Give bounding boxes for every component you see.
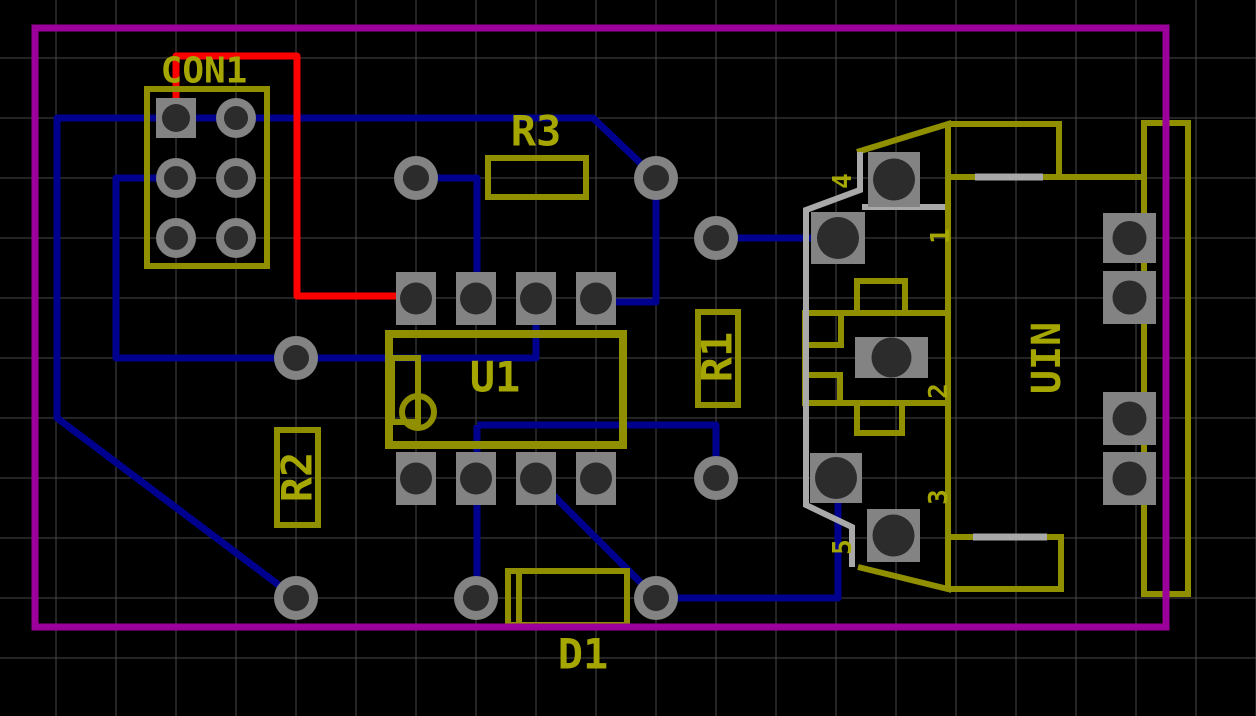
pad-relay-1-hole (817, 217, 859, 259)
pad-r3-2-hole (643, 165, 669, 191)
pad-uin-4-hole (1112, 461, 1147, 496)
pad-relay-3-hole (815, 457, 857, 499)
label-r2[interactable]: R2 (273, 452, 322, 503)
pad-u1-top-4-hole (580, 282, 612, 315)
pad-u1-top-1-hole (400, 282, 432, 315)
pad-u1-bottom-4-hole (580, 462, 612, 495)
label-u1[interactable]: U1 (470, 353, 521, 402)
pad-u1-bottom-1-hole (400, 462, 432, 495)
silkscreen-layer[interactable] (144, 86, 1191, 628)
relay-coil-box-bottom[interactable] (854, 400, 905, 436)
pad-con1-5-hole (164, 226, 188, 250)
label-con1[interactable]: CON1 (161, 51, 248, 92)
pad-con1-4-hole (224, 166, 248, 190)
relay-coil-box-top[interactable] (854, 278, 908, 316)
trace-net4[interactable] (598, 178, 660, 306)
pads-layer[interactable] (156, 98, 1156, 620)
r3-body[interactable] (485, 155, 589, 200)
trace-net10[interactable] (172, 52, 416, 300)
relay-wing-bottom[interactable] (948, 534, 1064, 592)
pad-con1-3-hole (164, 166, 188, 190)
pad-bottom-left-hole (283, 585, 309, 611)
pad-u1-top-2-hole (460, 282, 492, 315)
relay-body-silver[interactable] (803, 152, 863, 567)
label-r3[interactable]: R3 (511, 107, 562, 156)
label-r1[interactable]: R1 (693, 332, 742, 383)
con1-body[interactable] (144, 86, 270, 269)
pad-via-top-hole (703, 225, 729, 251)
pad-r3-1-hole (403, 165, 429, 191)
pad-uin-2-hole (1112, 280, 1147, 315)
pad-via-left-hole (283, 345, 309, 371)
pad-con1-1-hole (162, 104, 190, 132)
relay-wing-top[interactable] (948, 121, 1062, 177)
r1-body[interactable] (695, 309, 741, 408)
board-outline[interactable] (31, 24, 1170, 631)
pad-d1-2-hole (643, 585, 669, 611)
pad-uin-1-hole (1112, 221, 1147, 255)
label-pin-1[interactable]: 1 (926, 228, 956, 244)
pad-con1-2-hole (224, 106, 248, 130)
label-pin-5[interactable]: 5 (828, 539, 858, 555)
relay-outline[interactable] (856, 119, 951, 593)
label-pin-2[interactable]: 2 (924, 383, 954, 399)
label-pin-3[interactable]: 3 (924, 489, 954, 505)
pad-relay-5-hole (872, 514, 915, 557)
pad-d1-1-hole (463, 585, 489, 611)
trace-net1[interactable] (53, 114, 659, 601)
pad-u1-bottom-3-hole (520, 462, 552, 495)
label-pin-4[interactable]: 4 (828, 173, 858, 189)
u1-pin1-circle[interactable] (399, 393, 437, 431)
relay-contact-box-lower[interactable] (802, 372, 843, 406)
pad-u1-bottom-2-hole (460, 462, 492, 495)
board-outline-layer[interactable] (31, 24, 1170, 631)
pad-con1-6-hole (224, 226, 248, 250)
pad-uin-3-hole (1112, 401, 1147, 436)
pad-relay-2-hole (871, 337, 912, 378)
r2-body[interactable] (274, 427, 321, 528)
label-uin[interactable]: UIN (1024, 322, 1070, 394)
copper-traces-layer[interactable] (53, 52, 842, 602)
pad-relay-4-hole (873, 158, 915, 201)
label-d1[interactable]: D1 (558, 630, 609, 679)
pad-u1-top-3-hole (520, 282, 552, 315)
pad-via-bottom-hole (703, 465, 729, 491)
